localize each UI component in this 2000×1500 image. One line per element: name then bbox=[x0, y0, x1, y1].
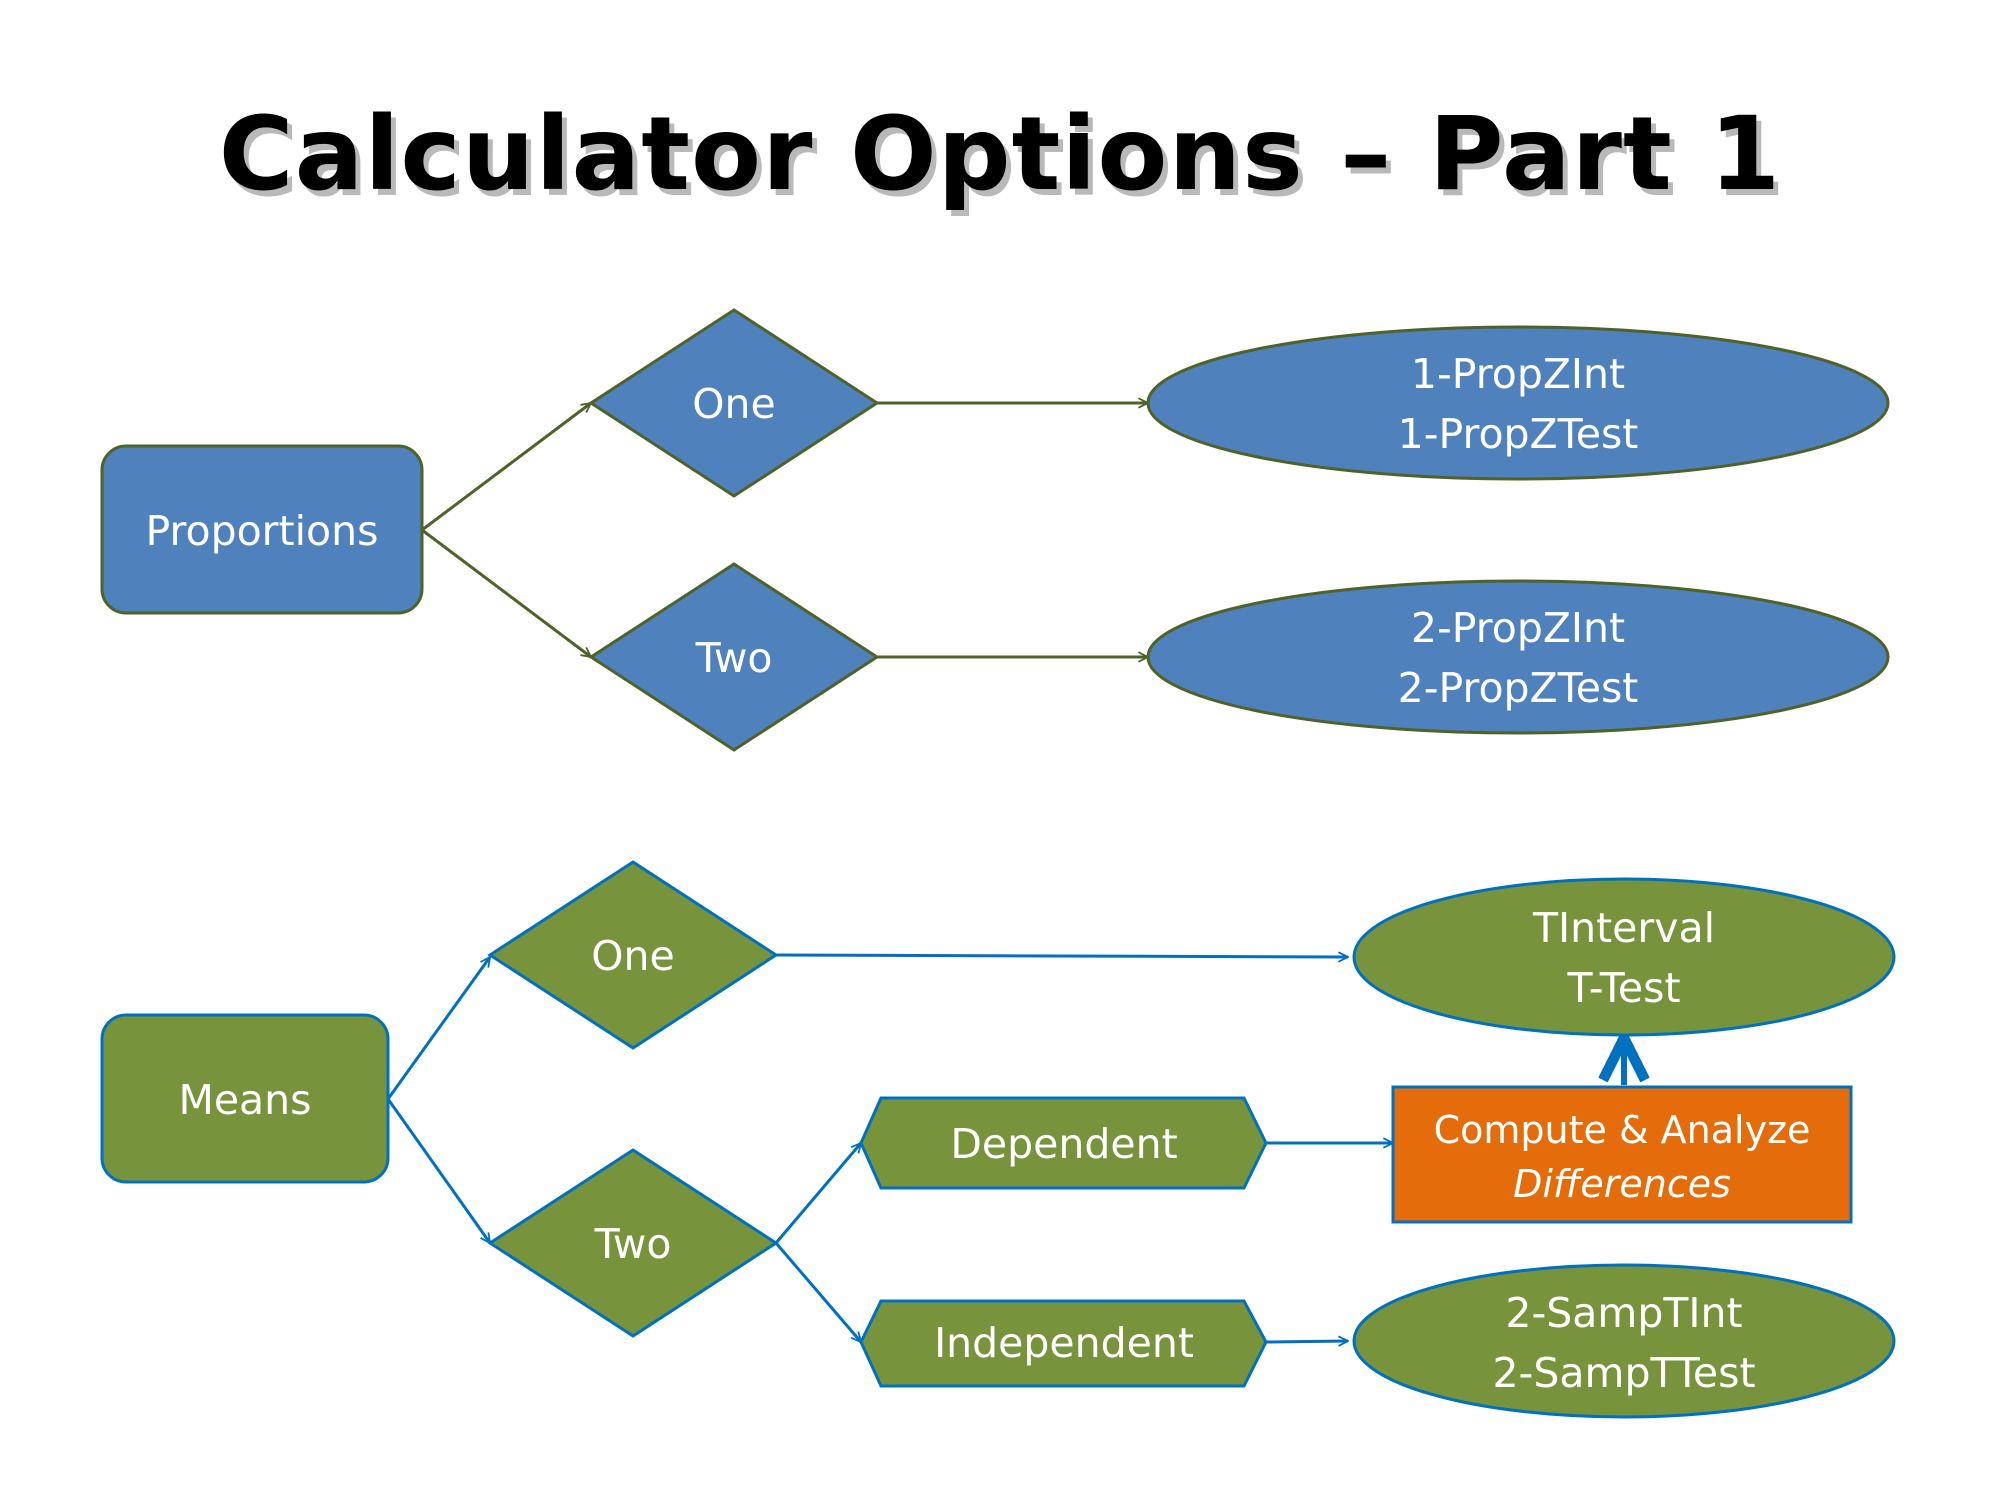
tinterval-ellipse bbox=[1352, 877, 1896, 1037]
connector-two-dependent bbox=[774, 1143, 861, 1244]
connector-proportions-one bbox=[421, 403, 591, 532]
means-one-diamond bbox=[487, 860, 779, 1050]
means-one-label: One bbox=[591, 932, 674, 980]
tinterval-line2: T-Test bbox=[1566, 964, 1680, 1012]
prop-one-result-line1: 1-PropZInt bbox=[1411, 350, 1625, 398]
proportions-one-label: One bbox=[692, 380, 775, 428]
prop-one-result-ellipse bbox=[1146, 325, 1890, 481]
two-samp-line1: 2-SampTInt bbox=[1505, 1289, 1742, 1337]
proportions-two-diamond bbox=[588, 562, 880, 752]
proportions-box bbox=[100, 444, 424, 615]
dependent-label: Dependent bbox=[950, 1120, 1177, 1168]
dependent-hexagon bbox=[859, 1096, 1268, 1190]
means-label: Means bbox=[178, 1076, 311, 1124]
page-title: Calculator Options – Part 1 bbox=[218, 95, 1782, 214]
means-box bbox=[100, 1013, 390, 1184]
connector-proportions-two bbox=[421, 528, 591, 657]
compute-analyze-line1: Compute & Analyze bbox=[1434, 1108, 1811, 1152]
independent-hexagon bbox=[859, 1299, 1268, 1388]
compute-analyze-line2: Differences bbox=[1513, 1162, 1731, 1206]
connector-means-one-result bbox=[775, 955, 1348, 957]
connector-means-two bbox=[386, 1098, 492, 1243]
proportions-label: Proportions bbox=[146, 507, 379, 555]
tinterval-line1: TInterval bbox=[1532, 904, 1715, 952]
connector-two-independent bbox=[774, 1242, 861, 1342]
prop-two-result-line1: 2-PropZInt bbox=[1411, 604, 1625, 652]
prop-one-result-line2: 1-PropZTest bbox=[1398, 410, 1639, 458]
two-samp-line2: 2-SampTTest bbox=[1492, 1349, 1755, 1397]
prop-two-result-ellipse bbox=[1146, 579, 1890, 735]
means-two-diamond bbox=[487, 1148, 779, 1338]
compute-analyze-box bbox=[1391, 1085, 1853, 1224]
proportions-one-diamond bbox=[588, 308, 880, 498]
connector-means-one bbox=[386, 957, 492, 1100]
proportions-two-label: Two bbox=[695, 634, 773, 682]
means-two-label: Two bbox=[594, 1220, 672, 1268]
independent-label: Independent bbox=[934, 1319, 1194, 1367]
connector-independent-result bbox=[1265, 1341, 1348, 1342]
prop-two-result-line2: 2-PropZTest bbox=[1398, 664, 1639, 712]
two-samp-ellipse bbox=[1352, 1263, 1896, 1419]
